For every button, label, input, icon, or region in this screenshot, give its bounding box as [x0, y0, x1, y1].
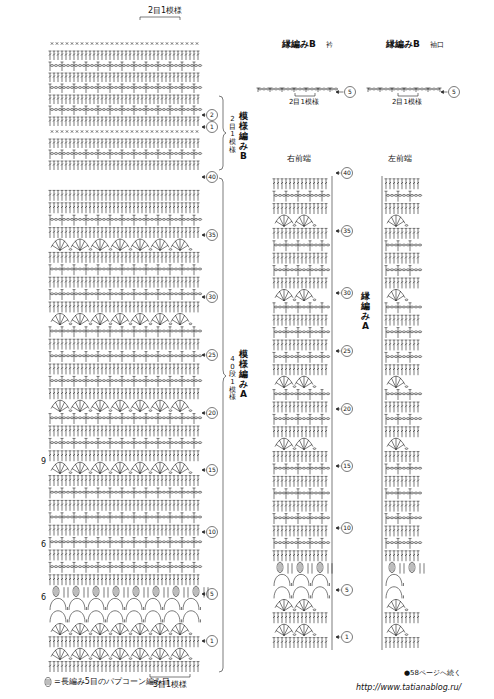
- page: {"diagram": { "labels": ["2目1模様", "2", "…: [0, 0, 494, 699]
